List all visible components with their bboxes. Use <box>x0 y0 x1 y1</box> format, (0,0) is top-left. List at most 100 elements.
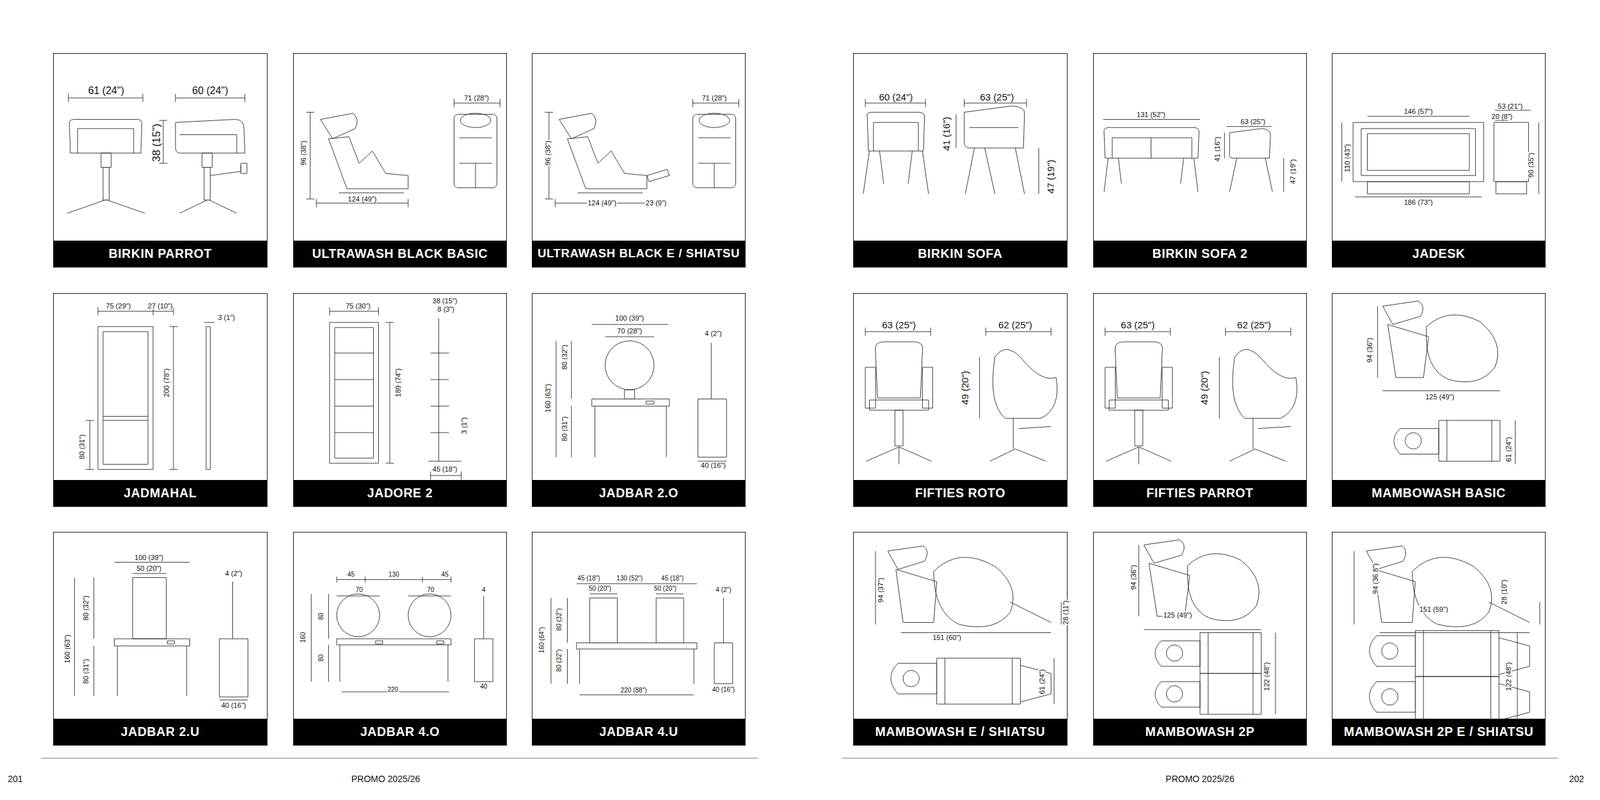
line-art <box>336 576 452 596</box>
dimension-label: 94 (37") <box>876 576 884 603</box>
birkin-sofa-2-drawing <box>1103 119 1284 192</box>
line-art <box>103 331 148 464</box>
product-title: FIFTIES PARROT <box>1146 485 1254 501</box>
line-art <box>1054 632 1518 720</box>
mambowash-e-side <box>875 545 1062 633</box>
line-art <box>334 353 374 433</box>
line-art <box>209 165 241 176</box>
dimension-label: 189 (74") <box>394 367 402 398</box>
line-art <box>329 322 379 464</box>
line-art <box>875 551 1062 633</box>
dimension-label: 49 (20") <box>959 369 969 406</box>
product-panel: JADBAR 2.O <box>531 293 747 508</box>
dimension-label: 50 (20") <box>588 585 612 592</box>
dimension-label: 100 (39") <box>133 553 164 561</box>
line-art <box>714 642 733 684</box>
dimension-label: 80 (31") <box>81 658 89 685</box>
dimension-label: 124 (49") <box>347 195 378 203</box>
line-art <box>320 113 358 139</box>
dimension-label: 63 (25") <box>1120 320 1156 330</box>
mambowash-side <box>1377 300 1500 391</box>
dimension-label: 122 (48") <box>1504 661 1512 692</box>
line-art <box>219 581 249 701</box>
line-art <box>894 410 904 447</box>
product-panel: MAMBOWASH 2P <box>1093 531 1308 747</box>
line-art <box>964 106 1025 148</box>
line-art <box>454 114 498 189</box>
line-art <box>979 357 1052 462</box>
line-art <box>1104 127 1200 159</box>
product-title: JADBAR 2.U <box>120 724 200 740</box>
product-title: MAMBOWASH BASIC <box>1371 485 1506 501</box>
line-art <box>556 341 667 458</box>
dimension-label: 94 (36") <box>1130 564 1138 591</box>
line-art <box>103 167 110 200</box>
line-art <box>1155 632 1262 674</box>
line-art <box>867 112 925 152</box>
line-art <box>167 640 175 644</box>
line-art <box>866 446 932 464</box>
title-band: JADORE 2 <box>293 480 507 507</box>
dimension-label: 125 (49") <box>1424 393 1455 401</box>
line-art <box>336 638 452 646</box>
product-panel: MAMBOWASH 2P E / SHIATSU <box>1331 531 1547 747</box>
line-art <box>97 326 153 470</box>
line-art <box>114 562 191 575</box>
line-art <box>1138 539 1261 630</box>
line-art <box>604 341 655 391</box>
dimension-label: 61 (24") <box>1504 435 1512 463</box>
page-footer-text: PROMO 2025/26 <box>350 774 421 784</box>
dimension-label: 94 (36.8") <box>1372 562 1380 595</box>
dimension-label: 28 (11") <box>1061 599 1069 626</box>
line-art <box>1352 122 1484 182</box>
line-art <box>865 367 933 411</box>
line-art <box>592 398 670 406</box>
birkin-parrot-drawing <box>67 94 248 214</box>
line-art <box>1105 327 1298 465</box>
dimension-label: 71 (28") <box>463 94 490 102</box>
line-art <box>1367 133 1469 171</box>
line-art <box>647 169 670 182</box>
dimension-label: 41 (16") <box>940 115 951 152</box>
line-art <box>1393 428 1439 455</box>
line-art <box>85 326 178 470</box>
line-art <box>436 640 444 644</box>
dimension-label: 124 (49") <box>586 199 617 207</box>
line-art <box>179 200 237 214</box>
dimension-label: 40 (16") <box>711 686 736 694</box>
dimension-label: 20 (8") <box>1491 112 1514 120</box>
product-title: ULTRAWASH BLACK E / SHIATSU <box>537 246 740 261</box>
dimension-label: 96 (38") <box>299 140 307 167</box>
line-art <box>1112 137 1192 159</box>
line-art <box>933 557 1014 628</box>
line-art <box>723 597 724 643</box>
product-title: JADBAR 4.O <box>360 724 440 740</box>
dimension-label: 160 (63") <box>544 382 552 413</box>
product-panel: BIRKIN SOFA <box>853 53 1068 268</box>
dimension-label: 63 (25") <box>979 92 1015 102</box>
dimension-label: 27 (10") <box>147 302 174 310</box>
title-band: BIRKIN PARROT <box>53 240 267 267</box>
line-art <box>863 151 929 194</box>
line-art <box>338 192 404 194</box>
line-art <box>101 152 112 168</box>
line-art <box>483 595 484 639</box>
line-art <box>67 200 145 214</box>
title-band: JADMAHAL <box>53 480 267 507</box>
dimension-label: 70 <box>355 586 364 594</box>
title-band: MAMBOWASH BASIC <box>1332 480 1546 507</box>
product-panel: BIRKIN SOFA 2 <box>1093 53 1308 268</box>
dimension-label: 146 (57") <box>1403 107 1434 115</box>
dimension-label: 4 (2") <box>224 570 244 578</box>
dimension-label: 8 (3") <box>436 305 456 313</box>
line-art <box>698 343 728 462</box>
line-art <box>551 597 694 695</box>
line-art <box>329 307 462 480</box>
line-art <box>544 99 739 208</box>
line-art <box>428 318 462 461</box>
dimension-label: 62 (25") <box>1236 320 1272 330</box>
line-art <box>179 134 237 153</box>
dimension-label: 151 (60") <box>931 634 962 642</box>
dimension-label: 100 (39") <box>614 314 645 322</box>
line-art <box>460 113 491 128</box>
